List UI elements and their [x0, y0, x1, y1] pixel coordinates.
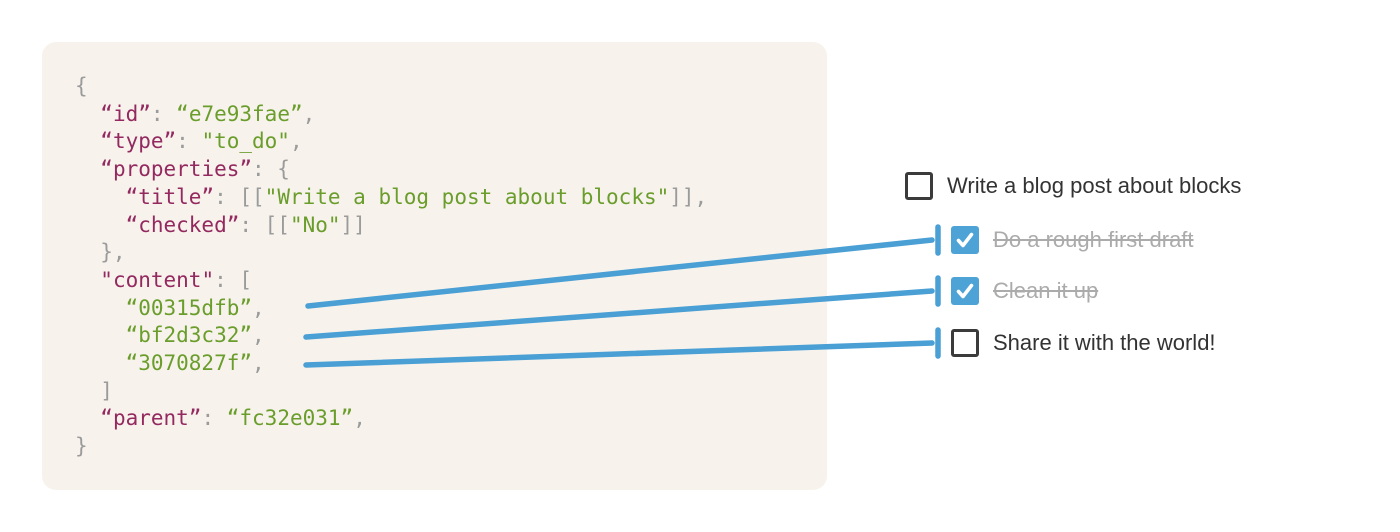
code-line: { — [75, 74, 88, 98]
checkbox-unchecked-icon[interactable] — [905, 172, 933, 200]
code-line: ] — [75, 378, 113, 403]
todo-label: Write a blog post about blocks — [947, 173, 1242, 198]
todo-item: Write a blog post about blocks — [905, 172, 1241, 200]
code-block-content: { “id”: “e7e93fae”, “type”: "to_do", “pr… — [75, 73, 827, 461]
todo-label: Clean it up — [993, 278, 1099, 303]
checkbox-checked-icon[interactable] — [951, 226, 979, 254]
todo-label: Share it with the world! — [993, 330, 1216, 355]
code-line: “parent”: “fc32e031”, — [100, 406, 366, 431]
code-line: “checked”: [["No"]] — [125, 212, 366, 237]
code-line: “3070827f”, — [125, 351, 265, 376]
code-line: “properties”: { — [100, 157, 290, 182]
code-line: }, — [75, 240, 126, 265]
checkbox-checked-icon[interactable] — [951, 277, 979, 305]
todo-label: Do a rough first draft — [993, 227, 1194, 252]
code-line: } — [75, 434, 88, 459]
json-code-block: { “id”: “e7e93fae”, “type”: "to_do", “pr… — [42, 42, 827, 490]
code-line: "content": [ — [100, 267, 253, 292]
todo-item: Share it with the world! — [951, 329, 1216, 357]
code-line: “type”: "to_do", — [100, 129, 303, 154]
todo-item: Clean it up — [951, 277, 1098, 305]
checkbox-unchecked-icon[interactable] — [951, 329, 979, 357]
todo-item: Do a rough first draft — [951, 226, 1194, 254]
code-line: “title”: [["Write a blog post about bloc… — [125, 184, 708, 209]
code-line: “id”: “e7e93fae”, — [100, 101, 316, 126]
code-line: “bf2d3c32”, — [125, 323, 265, 348]
code-line: “00315dfb”, — [125, 295, 265, 320]
